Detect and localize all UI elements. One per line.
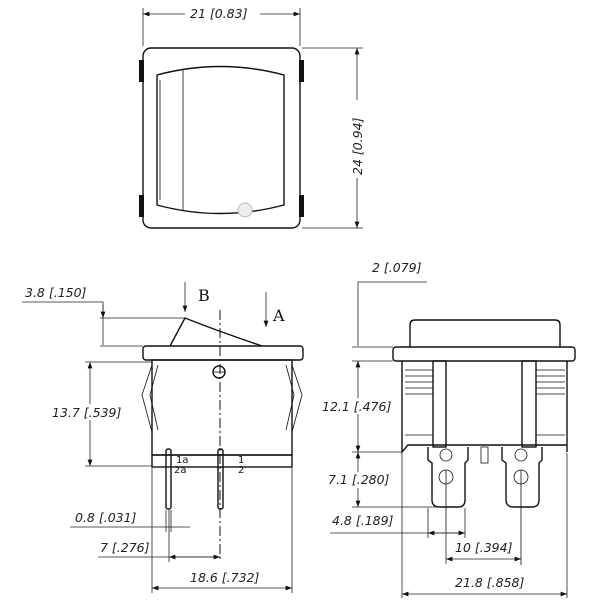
terminal-label-2: 2 (238, 465, 244, 476)
dim-terminal-pitch: 10 [.394] (455, 540, 513, 555)
dim-terminal-length: 7.1 [.280] (328, 472, 390, 487)
dim-flange: 2 [.079] (372, 260, 422, 275)
dim-pin-width: 0.8 [.031] (75, 510, 137, 525)
top-view: 21 [0.83] 24 [0.94] (139, 4, 365, 229)
terminal-label-1: 1 (238, 455, 244, 466)
indicator-dot (237, 202, 253, 218)
top-height-dim: 24 [0.94] (350, 117, 365, 175)
dim-side-width: 18.6 [.732] (190, 570, 260, 585)
arrow-b-label: B (198, 286, 210, 305)
dim-terminal-width: 4.8 [.189] (332, 513, 394, 528)
side-view: 1a 2a 1 2 B A 3.8 [.150] 13.7 [.539] 0.8… (22, 282, 304, 593)
terminal-label-2a: 2a (174, 465, 187, 476)
arrow-a-label: A (272, 306, 285, 325)
dim-front-height: 12.1 [.476] (322, 399, 392, 414)
dim-rocker-height: 3.8 [.150] (25, 285, 87, 300)
dim-pin-pitch: 7 [.276] (100, 540, 150, 555)
dim-overall-width: 21.8 [.858] (455, 575, 525, 590)
front-view: 2 [.079] 12.1 [.476] 7.1 [.280] 4.8 [.18… (320, 260, 576, 598)
top-width-dim: 21 [0.83] (190, 6, 248, 21)
terminal-label-1a: 1a (176, 455, 189, 466)
dim-body-height: 13.7 [.539] (52, 405, 122, 420)
